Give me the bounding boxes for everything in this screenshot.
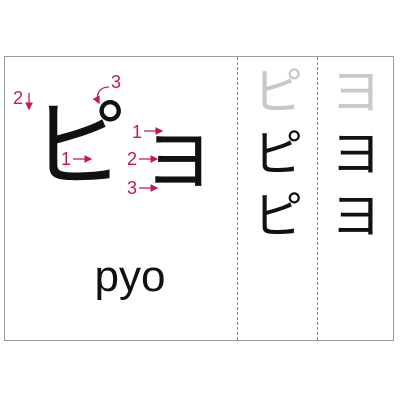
practice-pi-1: ピ: [253, 63, 303, 121]
stroke-number-yo-3: 3: [127, 178, 138, 198]
stroke-number-yo-2: 2: [127, 149, 138, 169]
stroke-number-pi-1: 1: [61, 149, 72, 169]
practice-pi-2: ピ: [253, 125, 303, 183]
practice-yo-2: ヨ: [331, 125, 381, 183]
stroke-arrows: [25, 86, 164, 192]
column-divider-2: [317, 57, 318, 340]
romaji-label: pyo: [94, 252, 166, 301]
practice-pi-3: ピ: [253, 187, 303, 245]
practice-card: ピ ョ pyo 2 3 1 1 2 3 ピ ピ ピ ヨ ヨ ヨ: [4, 56, 394, 341]
arrow-curve-icon: [92, 86, 110, 105]
column-divider-1: [237, 57, 238, 340]
stroke-number-pi-2: 2: [13, 88, 24, 108]
stroke-number-yo-1: 1: [132, 122, 143, 142]
main-kana-pi: ピ: [31, 89, 127, 201]
practice-yo-3: ヨ: [331, 187, 381, 245]
stroke-number-pi-3: 3: [111, 72, 122, 92]
main-kana-yo: ョ: [138, 106, 221, 201]
practice-yo-1: ヨ: [331, 63, 381, 121]
